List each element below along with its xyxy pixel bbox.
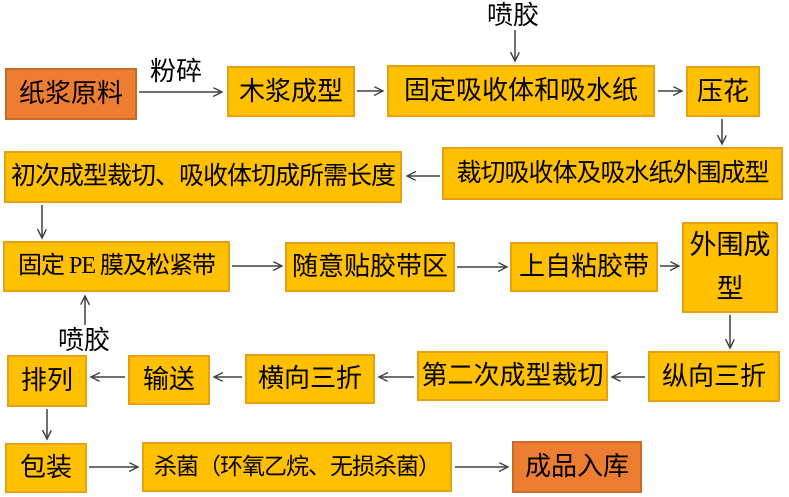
node-finished-storage: 成品入库	[512, 441, 642, 493]
node-fix-absorbent-paper: 固定吸收体和吸水纸	[387, 65, 655, 117]
node-packaging: 包装	[5, 443, 87, 493]
node-sterilization: 杀菌（环氧乙烷、无损杀菌）	[142, 442, 452, 492]
node-second-forming-cut: 第二次成型裁切	[417, 351, 608, 401]
node-vertical-trifold: 纵向三折	[648, 351, 780, 402]
node-wood-pulp-forming: 木浆成型	[227, 66, 355, 117]
node-arranging: 排列	[7, 355, 87, 407]
edge-label-spray-glue-mid: 喷胶	[58, 326, 111, 355]
node-self-adhesive-tape: 上自粘胶带	[510, 242, 658, 292]
node-outer-forming: 外围成型	[682, 222, 778, 313]
node-embossing: 压花	[686, 66, 760, 117]
node-tape-zone: 随意贴胶带区	[285, 242, 455, 292]
node-horizontal-trifold: 横向三折	[245, 354, 375, 404]
node-cut-absorbent-outer: 裁切吸收体及吸水纸外围成型	[442, 147, 783, 200]
node-fix-pe-film: 固定 PE 膜及松紧带	[3, 241, 230, 292]
edge-label-spray-glue-top: 喷胶	[487, 1, 540, 30]
node-first-forming-cut: 初次成型裁切、吸收体切成所需长度	[4, 151, 402, 203]
node-conveying: 输送	[128, 355, 210, 405]
edge-label-crush: 粉碎	[150, 57, 203, 86]
node-pulp-raw-material: 纸浆原料	[5, 68, 137, 120]
